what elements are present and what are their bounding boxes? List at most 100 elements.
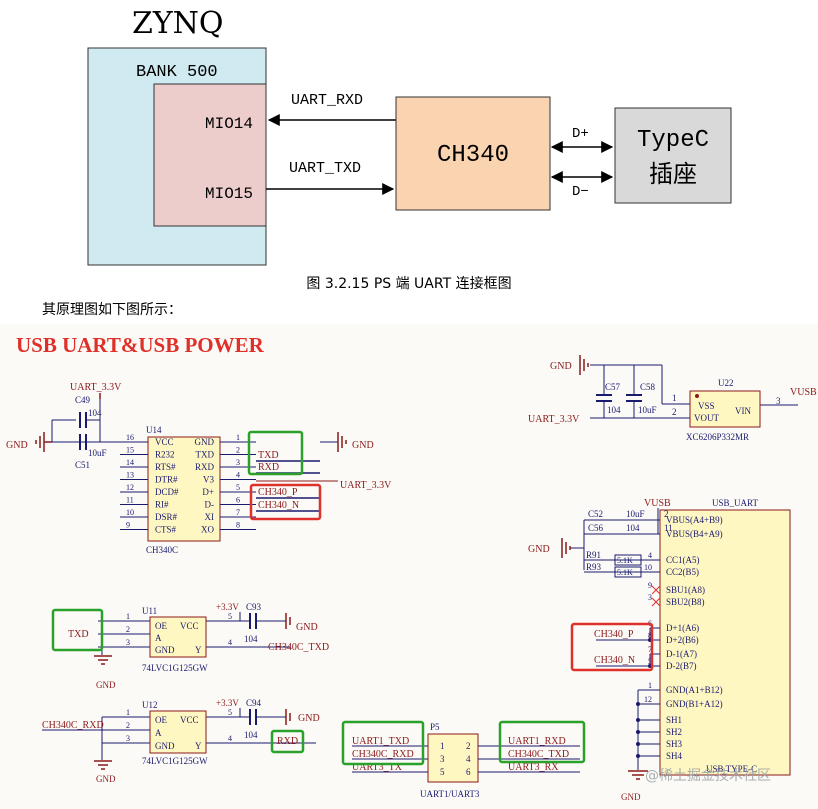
u11-y: Y: [195, 645, 202, 655]
u22-vss: VSS: [698, 401, 715, 411]
u14-right-pin-num: 3: [236, 458, 240, 467]
u11-pin4: 4: [228, 638, 232, 647]
u11-in-net: TXD: [68, 629, 89, 640]
p5-left-net: UART1_TXD: [352, 736, 409, 747]
u14-left-pin-name: VCC: [155, 437, 174, 447]
highlight-usb-ch340-pn: [570, 622, 654, 672]
dplus-label: D+: [572, 126, 589, 142]
u14-left-pin-name: RTS#: [155, 462, 176, 472]
u22-pin3: 3: [776, 396, 781, 406]
usb-pin-name: SBU2(B8): [666, 597, 705, 607]
u22-pin2: 2: [672, 407, 677, 417]
left-caps: [51, 398, 130, 450]
u12-cap-val: 104: [244, 730, 258, 740]
u12-gnd-label: GND: [298, 713, 320, 724]
usb-ref: USB_UART: [712, 498, 758, 508]
gnd-label-left: GND: [6, 440, 28, 451]
usb-pin11: 11: [664, 523, 673, 533]
u22-v33-label: UART_3.3V: [528, 414, 580, 425]
u14-right-pin-name: V3: [203, 475, 214, 485]
u11-oe: OE: [155, 621, 167, 631]
zynq-label: ZYNQ: [132, 6, 224, 41]
u14-left-pin-name: CTS#: [155, 525, 177, 535]
u12-cap: C94: [246, 698, 262, 708]
u14-left-pin-name: DSR#: [155, 512, 178, 522]
u14-body: [147, 436, 221, 542]
u11-pin2: 2: [126, 625, 130, 634]
u11-gnd: GND: [155, 645, 175, 655]
u14-left-pin-name: DCD#: [155, 487, 179, 497]
u22-vout: VOUT: [694, 413, 719, 423]
u12-supply: +3.3V: [216, 698, 239, 708]
usb-pin-name: VBUS(B4+A9): [666, 529, 723, 539]
ch340-box: [395, 96, 551, 211]
c56-value: 104: [626, 523, 640, 533]
p5-left-net: CH340C_RXD: [352, 749, 414, 760]
u12-out-net: RXD: [277, 736, 298, 747]
u11-part: 74LVC1G125GW: [142, 663, 208, 673]
usb-pin-name: SH4: [666, 751, 683, 761]
watermark: @稀土掘金技术社区: [645, 768, 771, 784]
u14-right-pin-name: TXD: [196, 450, 215, 460]
highlight-p5-left: [341, 720, 425, 766]
usb-body: [659, 509, 791, 776]
u12-pin4: 4: [228, 734, 232, 743]
c58-label: C58: [640, 382, 656, 392]
u12-oe: OE: [155, 715, 167, 725]
intro-text: 其原理图如下图所示：: [42, 302, 182, 318]
u14-right-pin-num: 6: [236, 496, 240, 505]
u12-body: [149, 710, 207, 754]
u14-left-pin-num: 13: [126, 471, 134, 480]
p5-right-pin: 6: [466, 767, 471, 777]
usb-pin-name: D+2(B6): [666, 635, 699, 645]
c52-label: C52: [588, 509, 603, 519]
usb-pin-name: SH2: [666, 727, 682, 737]
u11-pin5: 5: [228, 612, 232, 621]
u11-gnd-bottom: GND: [96, 680, 116, 690]
c51-label: C51: [75, 460, 90, 470]
usb-pin-num: 1: [648, 681, 652, 690]
usb-pin-name: SH1: [666, 715, 682, 725]
u11-cap: C93: [246, 602, 262, 612]
u11-vcc: VCC: [180, 621, 199, 631]
r93-value: 5.1K: [617, 568, 633, 577]
usb-ch340n-net: CH340_N: [594, 655, 635, 666]
u14-left-pin-num: 11: [126, 496, 134, 505]
u14-right-pin-num: 5: [236, 483, 240, 492]
u14-right-pin-name: XO: [201, 525, 214, 535]
u14-right-pin-num: 8: [236, 521, 240, 530]
p5-body: [427, 733, 479, 783]
usb-gnd-bottom: GND: [621, 792, 641, 802]
mio-box: [153, 83, 267, 227]
u14-right-pin-num: 4: [236, 471, 240, 480]
u11-a: A: [155, 633, 162, 643]
gnd-symbol-left: [35, 432, 52, 452]
c57-value: 104: [607, 405, 621, 415]
r91-value: 5.1K: [617, 556, 633, 565]
u11-gnd-label: GND: [296, 622, 318, 633]
dminus-label: D−: [572, 184, 589, 200]
block-diagram: ZYNQ BANK 500 MIO14 MIO15 UART_RXD UART_…: [87, 6, 732, 266]
u14-right-pin-name: D+: [202, 487, 214, 497]
usb-pin-num: 3: [648, 593, 652, 602]
u22-part: XC6206P332MR: [686, 432, 749, 442]
usb-ch340p-net: CH340_P: [594, 629, 634, 640]
u14-left-pin-num: 12: [126, 483, 134, 492]
mio15-label: MIO15: [205, 185, 253, 203]
p5-right-pin: 4: [466, 754, 471, 764]
p5-left-net: UART3_TX: [352, 762, 403, 773]
p5-part: UART1/UART3: [420, 789, 480, 799]
usb-pin-name: VBUS(A4+B9): [666, 515, 723, 525]
usb-pin-num: 9: [648, 581, 652, 590]
u22-ref: U22: [718, 378, 734, 388]
u14-ch340p-net: CH340_P: [258, 487, 298, 498]
highlight-p5-right: [498, 720, 586, 764]
highlight-u14-ch340-pn: [249, 483, 322, 521]
u14-v33-net: UART_3.3V: [340, 480, 392, 491]
p5-ref: P5: [430, 722, 440, 732]
u14-right-pin-num: 2: [236, 446, 240, 455]
usb-vusb: VUSB: [644, 498, 671, 509]
usb-pin-name: CC2(B5): [666, 567, 699, 577]
